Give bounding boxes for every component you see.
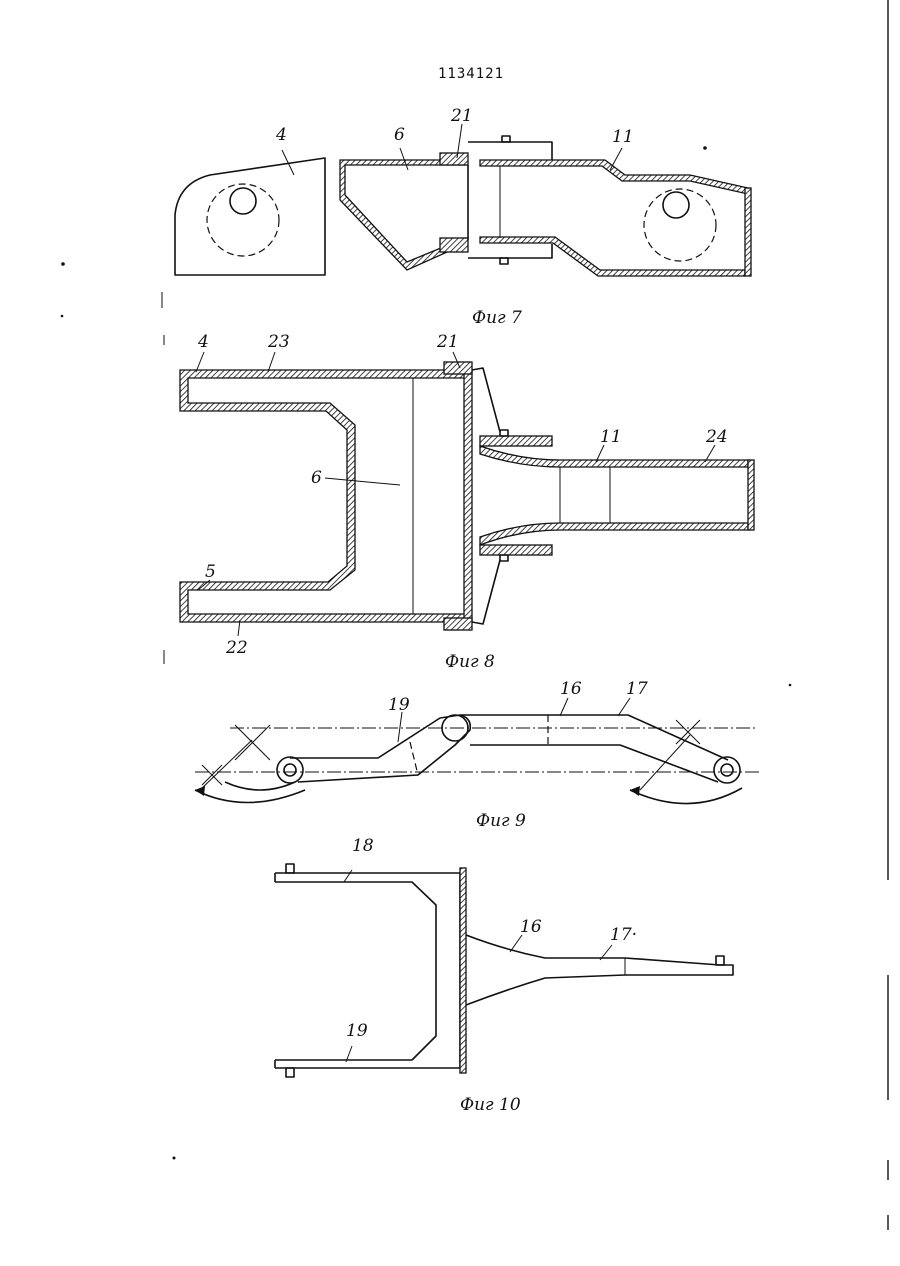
fig8-caption: Фиг 8 [445, 652, 495, 672]
fig7-tube-11-top [480, 160, 748, 194]
figure-8: 4 23 21 6 11 24 5 22 Фиг 8 [180, 332, 754, 672]
fig9-arm-16-17-bottom [470, 745, 718, 782]
fig8-label: 5 [205, 562, 216, 582]
fig7-ring-21-top [440, 153, 468, 165]
fig8-label: 21 [436, 332, 459, 352]
fig7-pivot-circle-right [644, 189, 716, 261]
fig10-label: 16 [520, 917, 542, 937]
fig9-label: 19 [388, 695, 410, 715]
fig8-ring-21-bottom [444, 618, 472, 630]
figure-9: 19 16 17 Фиг 9 [195, 679, 760, 831]
figure-10: 18 16 17· 19 Фиг 10 [275, 836, 733, 1115]
fig7-housing-6 [340, 160, 465, 270]
fig8-tube-11-bottom [480, 523, 748, 545]
fig9-caption: Фиг 9 [476, 811, 526, 831]
fig7-ring-21-bottom [440, 238, 468, 252]
fig10-label: 17· [610, 925, 637, 945]
fig10-label: 18 [352, 836, 374, 856]
fig8-flange [464, 370, 472, 622]
fig10-caption: Фиг 10 [460, 1095, 521, 1115]
fig10-arm-16-17 [466, 935, 733, 1005]
fig10-label: 19 [346, 1021, 368, 1041]
fig7-tube-11-bottom [480, 237, 745, 276]
fig8-label: 4 [197, 332, 209, 352]
fig9-label: 17 [626, 679, 648, 699]
fig8-label: 23 [267, 332, 290, 352]
fig7-part-4 [175, 158, 325, 275]
fig7-pin-hole-right [663, 192, 689, 218]
fig7-label: 4 [275, 125, 287, 145]
document-number: 1134121 [438, 66, 504, 82]
fig7-pin-hole-left [230, 188, 256, 214]
fig9-swing-arc-right [630, 788, 742, 804]
fig8-label: 11 [600, 427, 622, 447]
fig7-label: 6 [394, 125, 405, 145]
fig8-label: 24 [705, 427, 728, 447]
fig8-label: 22 [225, 638, 248, 658]
fig7-label: 21 [450, 106, 473, 126]
fig7-caption: Фиг 7 [472, 308, 522, 328]
fig9-swing-arc-left [195, 790, 305, 803]
fig10-flange [460, 868, 466, 1073]
fig8-label: 6 [311, 468, 322, 488]
fig7-label: 11 [612, 127, 634, 147]
fig7-pivot-circle-left [207, 184, 279, 256]
figure-7: 4 6 21 11 Фиг 7 [175, 106, 751, 328]
fig8-fork-frame [180, 370, 470, 622]
fig9-label: 16 [560, 679, 582, 699]
